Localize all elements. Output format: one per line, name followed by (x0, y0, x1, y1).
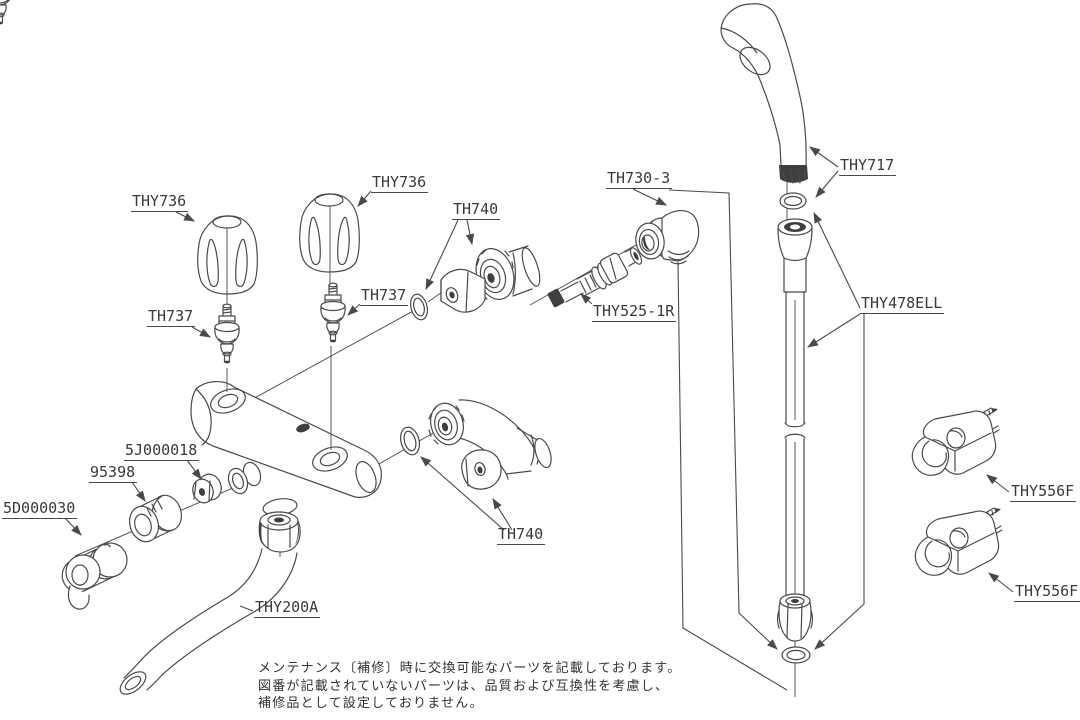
check-valve (441, 244, 543, 312)
part-label-thy556f-bottom: THY556F (1014, 582, 1080, 602)
note-line-3: 補修品として設定しておりません。 (258, 696, 484, 711)
nut-5j000018 (190, 471, 225, 505)
note-line-2: 図番が記載されていないパーツは、品質および互換性を考慮し、 (258, 678, 670, 694)
leader-frame-lines (669, 190, 864, 690)
hose-oring (782, 647, 810, 663)
shower-hose (785, 292, 805, 601)
hose-connector (778, 219, 812, 292)
label-leaders (65, 146, 1013, 611)
cap-5d000030 (62, 543, 127, 609)
part-label-5j000018: 5J000018 (124, 441, 200, 461)
part-label-thy478ell: THY478ELL (860, 294, 945, 314)
part-label-th730-3: TH730-3 (606, 169, 673, 189)
oring-body-right (398, 425, 423, 457)
part-label-thy736-right: THY736 (371, 173, 429, 193)
oring-checkvalve (408, 292, 430, 321)
part-label-th737-left: TH737 (147, 307, 196, 327)
spindle-thy525-1r (547, 246, 644, 308)
part-label-thy717: THY717 (839, 156, 897, 176)
maintenance-note: メンテナンス〔補修〕時に交換可能なパーツを記載しております。 図番が記載されてい… (258, 660, 681, 713)
part-label-95398: 95398 (89, 463, 138, 483)
crutch-fitting (426, 400, 554, 490)
shower-oring (780, 193, 806, 209)
handle-axes (227, 206, 331, 450)
cartridge-left (214, 303, 240, 364)
part-label-th740-top: TH740 (452, 200, 501, 220)
hanger-bottom (914, 507, 1003, 576)
note-line-1: メンテナンス〔補修〕時に交換可能なパーツを記載しております。 (258, 661, 682, 676)
part-label-thy556f-top: THY556F (1010, 482, 1077, 502)
part-label-thy736-left: THY736 (131, 192, 189, 212)
elbow-th730-3 (633, 211, 699, 264)
part-label-th737-right: TH737 (360, 286, 409, 306)
hanger-top (911, 407, 1000, 476)
spout (116, 512, 300, 699)
part-label-thy525-1r: THY525-1R (592, 302, 677, 322)
part-label-thy200a: THY200A (254, 598, 321, 618)
faucet-body (191, 382, 381, 518)
cartridge-right (320, 282, 346, 343)
part-label-5d000030: 5D000030 (2, 499, 78, 519)
shower-head (721, 4, 808, 183)
hose-nut (778, 594, 813, 641)
ring-95398 (125, 492, 186, 546)
part-label-th740-bottom: TH740 (497, 525, 546, 545)
